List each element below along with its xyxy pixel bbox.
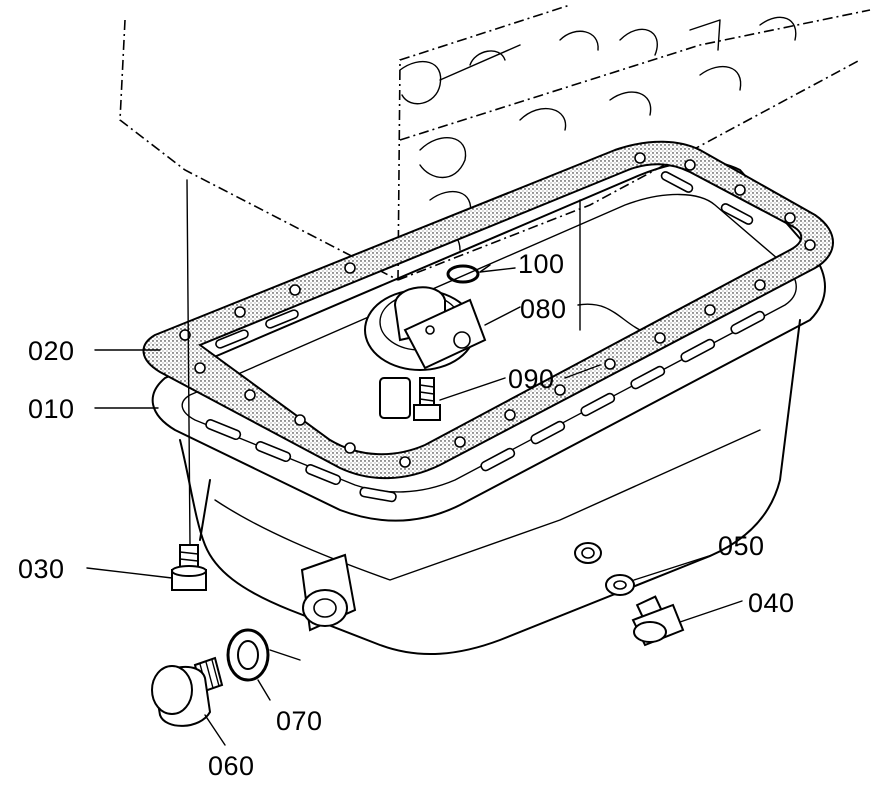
- label-090: 090: [508, 364, 555, 394]
- label-010: 010: [28, 394, 75, 424]
- label-070: 070: [276, 706, 323, 736]
- label-080: 080: [520, 294, 567, 324]
- gasket-bolt-holes: [179, 152, 816, 468]
- washer-070: [226, 628, 270, 682]
- label-040: 040: [748, 588, 795, 618]
- label-030: 030: [18, 554, 65, 584]
- o-ring: [446, 264, 480, 284]
- washer-050: [605, 574, 635, 596]
- oil-pan-body: [179, 319, 801, 656]
- label-060: 060: [208, 751, 255, 781]
- gasket-slots: [215, 171, 754, 349]
- flange-slots: [205, 310, 766, 503]
- strainer-bolt: [413, 377, 441, 421]
- gasket: [142, 140, 834, 480]
- label-050: 050: [718, 531, 765, 561]
- plug-040: [631, 595, 685, 647]
- part-labels: 010 020 030 040 050 060 070 080 090 100: [18, 249, 795, 781]
- oil-pan-flange: [151, 160, 826, 522]
- label-100: 100: [518, 249, 565, 279]
- label-020: 020: [28, 336, 75, 366]
- oil-strainer: [364, 286, 487, 419]
- leader-lines: [86, 264, 743, 746]
- pan-bolt: [171, 179, 207, 591]
- drain-plug: [151, 656, 224, 727]
